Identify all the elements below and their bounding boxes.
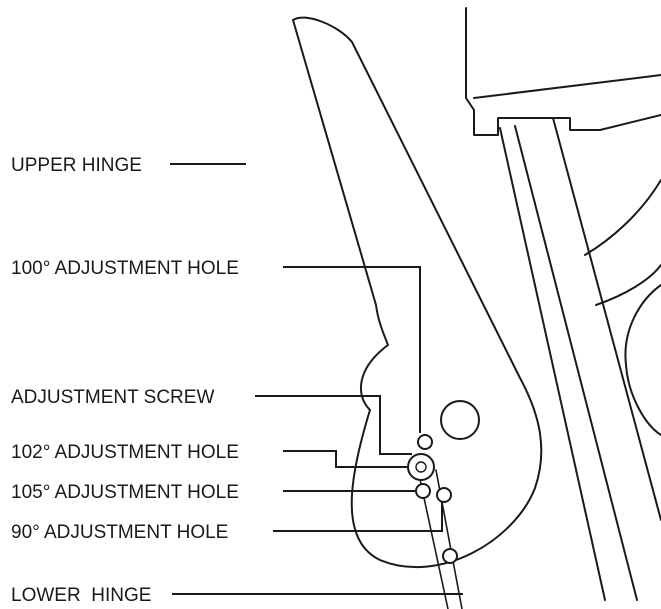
label-102-adjustment-hole: 102° ADJUSTMENT HOLE [11, 442, 239, 463]
callout-labels: UPPER HINGE 100° ADJUSTMENT HOLE ADJUSTM… [11, 155, 239, 606]
hole-105-degree [415, 483, 431, 499]
label-90-adjustment-hole: 90° ADJUSTMENT HOLE [11, 522, 228, 543]
cabinet-frame [465, 7, 661, 601]
hole-90-degree [436, 487, 452, 503]
leader-100-hole [283, 266, 421, 433]
label-lower-hinge: LOWER HINGE [11, 585, 151, 606]
leader-90-hole [273, 502, 443, 532]
leader-lines [170, 163, 463, 595]
adjustment-screw-socket [415, 461, 427, 473]
hinge-holes [407, 400, 480, 564]
leader-adjustment-screw [255, 395, 412, 455]
hole-100-degree [417, 434, 433, 450]
label-adjustment-screw: ADJUSTMENT SCREW [11, 387, 214, 408]
label-105-adjustment-hole: 105° ADJUSTMENT HOLE [11, 482, 239, 503]
label-100-adjustment-hole: 100° ADJUSTMENT HOLE [11, 258, 239, 279]
leader-102-hole [283, 450, 409, 468]
lower-hinge-hole [442, 548, 458, 564]
label-upper-hinge: UPPER HINGE [11, 155, 142, 176]
upper-hinge-arm [292, 16, 543, 569]
